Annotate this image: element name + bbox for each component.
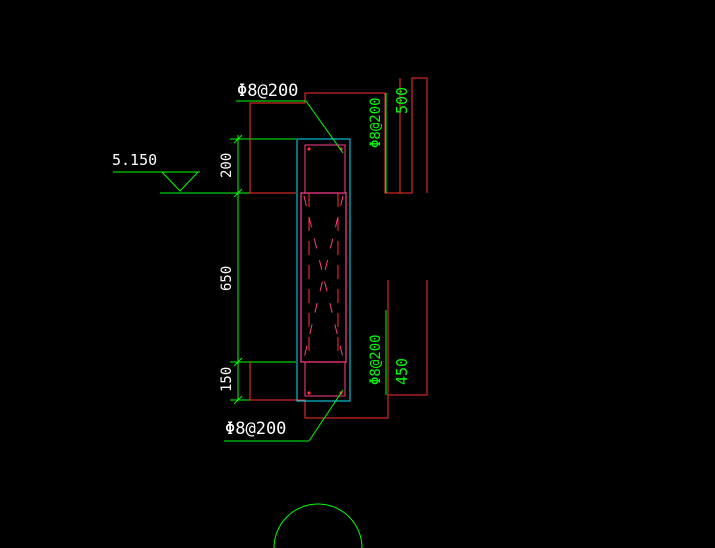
side-rebar-label-bottom: Φ8@200: [368, 334, 384, 385]
top-rebar-label: Φ8@200: [237, 81, 298, 101]
dimension-text-500: 500: [393, 87, 411, 114]
cross-brace-b: [303, 195, 344, 359]
section-top-profile: [249, 77, 428, 194]
dimension-text-450: 450: [393, 358, 411, 385]
section-bottom-profile: [249, 280, 428, 419]
tick-bottom: [233, 395, 243, 405]
left-dimension-chain: 200 650 150: [219, 134, 296, 405]
side-rebar-label-top: Φ8@200: [368, 97, 384, 148]
rebar-dot-top-left: [307, 147, 311, 151]
top-leader-diagonal: [305, 100, 344, 154]
rebar-dot-bottom-left: [307, 391, 311, 395]
bottom-leader-diagonal: [308, 389, 344, 442]
cross-brace-a: [303, 195, 344, 359]
rebar-stirrup: [300, 144, 347, 397]
elevation-triangle-icon: [160, 171, 200, 192]
tick-top: [233, 134, 243, 144]
dimension-text-650: 650: [219, 266, 235, 291]
tick-lower: [233, 357, 243, 367]
column-outline: [296, 138, 351, 402]
bottom-rebar-label: Φ8@200: [225, 419, 286, 439]
top-rebar-leader: Φ8@200: [236, 81, 344, 154]
dimension-text-150: 150: [219, 367, 235, 392]
section-outline: [249, 77, 428, 419]
elevation-value: 5.150: [112, 151, 157, 169]
bottom-stirrup-rect: [304, 361, 346, 397]
top-stirrup-rect: [304, 144, 346, 194]
bottom-rebar-leader: Φ8@200: [224, 389, 344, 442]
dimension-text-200: 200: [219, 153, 235, 178]
right-annotations: Φ8@200 Φ8@200 500 450: [368, 87, 411, 395]
tick-upper: [233, 188, 243, 198]
bottom-arc-shape: [273, 503, 363, 548]
stirrup-rect: [300, 192, 347, 363]
elevation-marker: 5.150: [112, 151, 236, 194]
